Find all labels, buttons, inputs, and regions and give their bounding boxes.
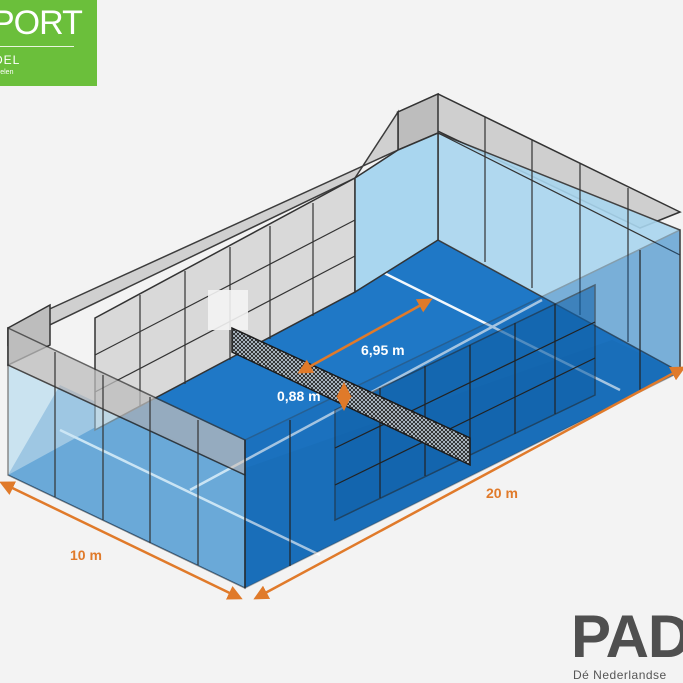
logo-subtitle: DEL	[0, 53, 21, 67]
side-wall-far	[7, 109, 439, 432]
back-wall-far	[396, 92, 682, 374]
padel-brand-wordmark: PAD	[571, 603, 683, 670]
width-arrow	[0, 481, 243, 600]
length-arrow	[253, 366, 683, 600]
width-label: 10 m	[70, 547, 102, 563]
side-door-gap	[208, 290, 248, 330]
logo-word: PORT	[0, 4, 83, 42]
length-label: 20 m	[486, 485, 518, 501]
sport-logo: PORT DEL erelen	[0, 0, 97, 86]
padel-brand-tagline: Dé Nederlandse	[573, 668, 667, 682]
net-height-label: 0,88 m	[277, 388, 321, 404]
dimension-arrows	[0, 298, 683, 600]
service-line-label: 6,95 m	[361, 342, 405, 358]
logo-divider	[0, 46, 74, 47]
service-arrow	[297, 298, 433, 374]
logo-tagline: erelen	[0, 69, 14, 76]
